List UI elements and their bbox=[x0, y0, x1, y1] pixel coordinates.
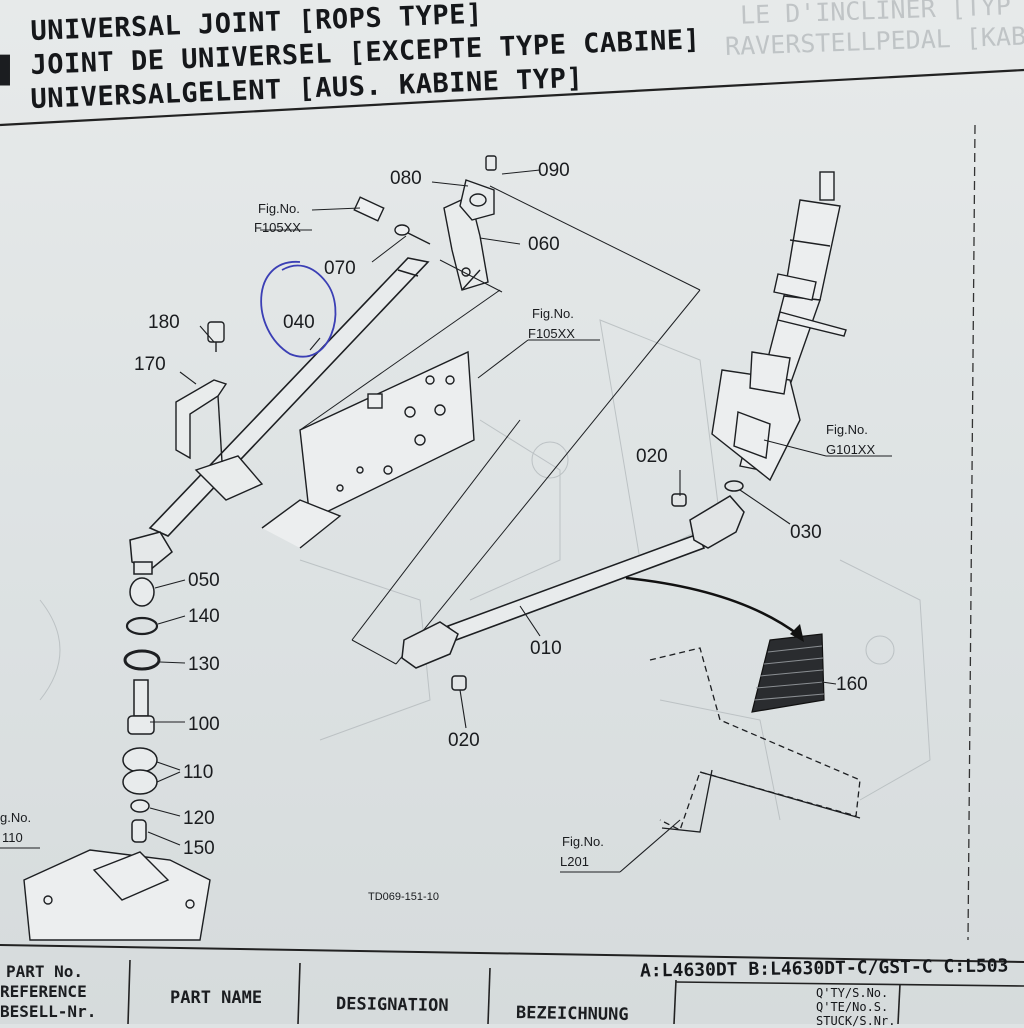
label-150: 150 bbox=[183, 838, 215, 859]
footer-part-no-2: REFERENCE bbox=[0, 982, 87, 1001]
arrow-head bbox=[790, 624, 804, 642]
label-030: 030 bbox=[790, 522, 822, 543]
arrow-to-boot bbox=[625, 576, 801, 637]
ring-120 bbox=[130, 799, 150, 813]
title-marker: ▌ bbox=[0, 56, 20, 86]
label-070: 070 bbox=[324, 258, 356, 279]
label-020-lower: 020 bbox=[448, 730, 480, 751]
label-110: 110 bbox=[183, 762, 213, 783]
housing-left bbox=[23, 849, 211, 941]
frame-top-line bbox=[0, 68, 1024, 127]
fig-ref-bottom-code: L201 bbox=[560, 854, 589, 869]
footer-part-no-1: PART No. bbox=[6, 962, 84, 981]
bolt-020-b bbox=[451, 675, 467, 691]
fig-ref-center-label: Fig.No. bbox=[532, 306, 574, 321]
fig-ref-center-code: F105XX bbox=[528, 326, 575, 341]
frame-right-dash bbox=[967, 124, 976, 941]
yoke-right-upper bbox=[671, 480, 745, 549]
label-120: 120 bbox=[183, 808, 215, 829]
fig-ref-edge-code: 110 bbox=[2, 830, 23, 845]
footer-qty-3: STUCK/S.Nr. bbox=[816, 1014, 896, 1028]
label-140: 140 bbox=[188, 606, 220, 627]
drawing-code: TD069-151-10 bbox=[368, 891, 439, 903]
shaft-100 bbox=[133, 679, 149, 717]
footer-qty-2: Q'TE/No.S. bbox=[816, 1000, 889, 1014]
footer-part-no-3: BESELL-Nr. bbox=[0, 1002, 97, 1021]
fig-ref-edge-label: g.No. bbox=[0, 810, 31, 825]
label-100: 100 bbox=[188, 714, 220, 735]
footer-qty-1: Q'TY/S.No. bbox=[816, 986, 889, 1000]
fig-ref-left-label: Fig.No. bbox=[258, 201, 300, 216]
label-160: 160 bbox=[836, 674, 868, 695]
footer-designation: DESIGNATION bbox=[335, 994, 449, 1016]
part-080 bbox=[459, 155, 497, 221]
bolt-020-a bbox=[671, 493, 687, 507]
label-130: 130 bbox=[188, 654, 220, 675]
fig-ref-left-code: F105XX bbox=[254, 220, 301, 235]
fig-ref-right-label: Fig.No. bbox=[826, 422, 868, 437]
label-080: 080 bbox=[390, 168, 422, 189]
ring-130 bbox=[123, 649, 161, 671]
bolt-180 bbox=[207, 321, 225, 343]
fig-ref-right-code: G101XX bbox=[826, 442, 875, 457]
footer-bezeichnung: BEZEICHNUNG bbox=[515, 1003, 629, 1025]
pin-150 bbox=[131, 819, 147, 843]
footer-line bbox=[0, 944, 1024, 963]
pen-circle-mark bbox=[260, 261, 337, 358]
label-010: 010 bbox=[530, 638, 562, 659]
fig-ref-bottom-label: Fig.No. bbox=[562, 834, 604, 849]
footer-table-grid bbox=[127, 959, 1024, 1024]
washer-030 bbox=[724, 480, 744, 492]
bolt-070 bbox=[353, 196, 431, 245]
base-plate bbox=[194, 455, 264, 501]
floor-panel-l201 bbox=[649, 647, 861, 833]
yoke-left bbox=[129, 531, 173, 575]
steering-column bbox=[711, 171, 847, 482]
right-leaders bbox=[459, 339, 892, 873]
label-090: 090 bbox=[538, 160, 570, 181]
bearing-110-b bbox=[122, 769, 158, 795]
label-040: 040 bbox=[283, 312, 315, 333]
footer-part-name: PART NAME bbox=[170, 988, 263, 1008]
label-180: 180 bbox=[148, 312, 180, 333]
ring-140 bbox=[125, 616, 159, 636]
label-020-upper: 020 bbox=[636, 446, 668, 467]
bearing-110-a bbox=[122, 747, 158, 773]
shaft-010 bbox=[446, 532, 706, 641]
background-ghost-lines bbox=[39, 319, 931, 821]
label-050: 050 bbox=[188, 570, 220, 591]
part-050 bbox=[129, 577, 155, 607]
stack-leaders bbox=[147, 325, 321, 846]
label-060: 060 bbox=[528, 234, 560, 255]
bolt-090 bbox=[485, 155, 497, 171]
label-170: 170 bbox=[134, 354, 166, 375]
plate-f105 bbox=[261, 350, 475, 549]
bracket-170 bbox=[175, 321, 264, 501]
boot-160 bbox=[751, 633, 825, 713]
yoke-right-lower bbox=[401, 621, 467, 691]
parts-stack bbox=[122, 577, 161, 843]
